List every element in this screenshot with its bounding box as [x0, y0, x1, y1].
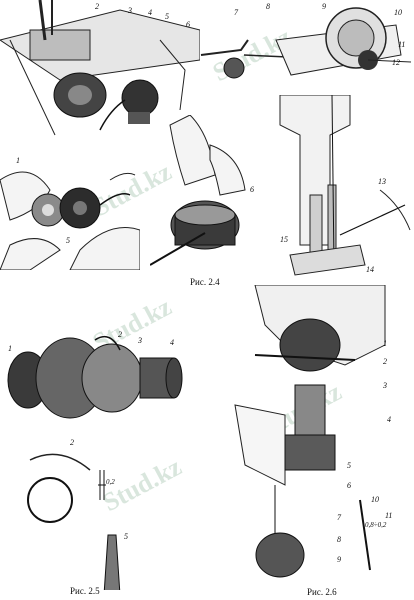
label-fig26-11: 11 [385, 511, 393, 520]
label-fig26-3: 3 [383, 381, 387, 390]
label-mid-right-14: 14 [366, 265, 374, 274]
label-top-left-2: 2 [95, 2, 99, 11]
label-fig26-10: 10 [371, 495, 379, 504]
label-fig25-2: 2 [118, 330, 122, 339]
label-fig25-1: 1 [8, 344, 12, 353]
label-fig26-5: 5 [347, 461, 351, 470]
label-fig26-2: 2 [383, 357, 387, 366]
label-fig26-9: 9 [337, 555, 341, 564]
label-top-right-8: 8 [266, 2, 270, 11]
label-top-right-11: 11 [398, 40, 406, 49]
label-fig26-4: 4 [387, 415, 391, 424]
label-top-right-10: 10 [394, 8, 402, 17]
label-fig26-1: 1 [383, 339, 387, 348]
figure-2-5: 1 2 3 4 2 5 0,2 Рис. 2.5 [0, 320, 190, 600]
label-top-right-7: 7 [234, 8, 238, 17]
label-mid-left-1: 1 [16, 156, 20, 165]
label-top-left-4: 4 [148, 8, 152, 17]
label-top-left-6: 6 [186, 20, 190, 29]
caption-fig-2-5: Рис. 2.5 [70, 586, 100, 596]
label-fig25-3: 3 [138, 336, 142, 345]
label-fig25-4: 4 [170, 338, 174, 347]
label-top-left-5: 5 [165, 12, 169, 21]
label-mid-right-13: 13 [378, 177, 386, 186]
bobbin-winding-illustration: 1 5 [0, 150, 140, 270]
label-mid-right-15: 15 [280, 235, 288, 244]
label-top-right-9: 9 [322, 2, 326, 11]
caption-fig-2-6: Рис. 2.6 [307, 587, 337, 597]
dimension-gap-0-8: 0,8÷0,2 [365, 521, 387, 529]
label-fig25-lower-5: 5 [124, 532, 128, 541]
bobbin-case-insertion-illustration: 2 3 4 5 6 [0, 0, 200, 140]
label-top-right-12: 12 [392, 58, 400, 67]
label-fig26-7: 7 [337, 513, 341, 522]
figure-2-6: 1 2 3 4 5 6 7 8 9 10 11 0,8÷0,2 Рис. 2.6 [225, 285, 414, 600]
figure-2-4: 6 Рис. 2.4 [150, 115, 265, 290]
label-fig25-lower-2: 2 [70, 438, 74, 447]
thread-path-illustration: 7 8 9 10 11 12 [196, 0, 414, 110]
label-mid-center-6: 6 [250, 185, 254, 194]
caption-fig-2-4: Рис. 2.4 [190, 277, 220, 287]
needle-threading-illustration: 13 15 14 [270, 95, 414, 285]
dimension-gap-0-2: 0,2 [106, 478, 115, 486]
label-fig26-8: 8 [337, 535, 341, 544]
label-fig26-6: 6 [347, 481, 351, 490]
label-top-left-3: 3 [128, 6, 132, 15]
label-mid-left-5: 5 [66, 236, 70, 245]
